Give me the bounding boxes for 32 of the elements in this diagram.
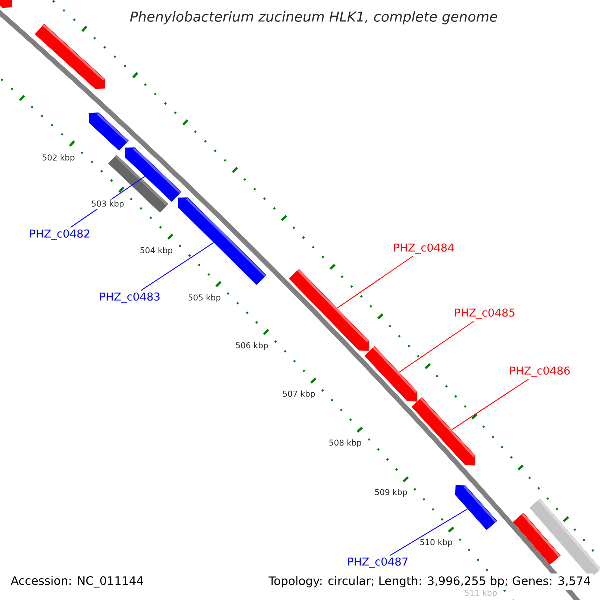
tick-label: 504 kbp bbox=[139, 246, 174, 256]
leader-line bbox=[399, 321, 475, 373]
tick-label: 509 kbp bbox=[374, 488, 409, 498]
gene-block bbox=[178, 198, 267, 286]
gene-block bbox=[412, 397, 476, 466]
tick-label: 505 kbp bbox=[187, 294, 222, 304]
gene-label: PHZ_c0485 bbox=[455, 308, 515, 320]
tick-label: 502 kbp bbox=[41, 154, 76, 164]
gene-label: PHZ_c0486 bbox=[510, 366, 570, 378]
leader-line bbox=[337, 256, 414, 309]
tick-label: 503 kbp bbox=[90, 200, 126, 210]
gene-label: PHZ_c0484 bbox=[394, 244, 454, 254]
gene-block bbox=[289, 269, 370, 352]
genome-info-text: Topology: circular; Length: 3,996,255 bp; Genes: 3,574 bbox=[266, 574, 594, 590]
leader-line bbox=[140, 242, 214, 292]
gene-block bbox=[0, 0, 13, 8]
leader-line bbox=[390, 508, 468, 556]
gene-label: PHZ_c0482 bbox=[30, 230, 90, 240]
tick-label: 510 kbp bbox=[419, 538, 454, 548]
gene-block bbox=[88, 112, 129, 151]
tick-label: 508 kbp bbox=[328, 438, 363, 448]
gene-label: PHZ_c0483 bbox=[100, 292, 160, 304]
tick-label: 507 kbp bbox=[282, 390, 316, 400]
gene-block bbox=[35, 24, 106, 90]
tick-label: 506 kbp bbox=[234, 341, 270, 352]
leader-line bbox=[452, 379, 530, 430]
gene-label: PHZ_c0487 bbox=[348, 558, 408, 568]
gene-block bbox=[455, 485, 498, 530]
gene-block bbox=[513, 513, 561, 565]
accession-text: Accession: NC_011144 bbox=[8, 574, 147, 590]
gene-block bbox=[364, 346, 418, 402]
title: Phenylobacterium zucineum HLK1, complete genome bbox=[130, 11, 498, 25]
